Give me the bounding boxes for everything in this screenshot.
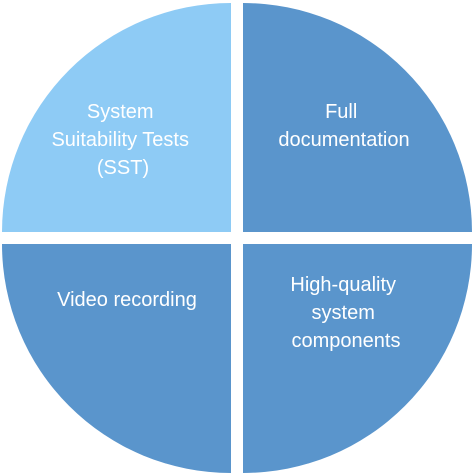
quadrant-top-right-shape	[243, 3, 472, 232]
quadrant-top-right-label: Full documentation	[278, 101, 409, 151]
quadrant-bottom-left: Video recording	[2, 244, 231, 473]
quadrant-bottom-left-label: Video recording	[57, 289, 197, 311]
quadrant-bottom-left-shape	[2, 244, 231, 473]
quadrant-top-left-shape	[2, 3, 231, 232]
quadrant-bottom-right-shape	[243, 244, 472, 473]
quadrant-top-left: System Suitability Tests (SST)	[2, 3, 231, 232]
quadrant-top-left-label: System Suitability Tests (SST)	[51, 101, 194, 179]
quadrant-bottom-right-label: High-quality system components	[290, 274, 401, 352]
quadrant-top-right: Full documentation	[243, 3, 472, 232]
quadrant-bottom-right: High-quality system components	[243, 244, 472, 473]
